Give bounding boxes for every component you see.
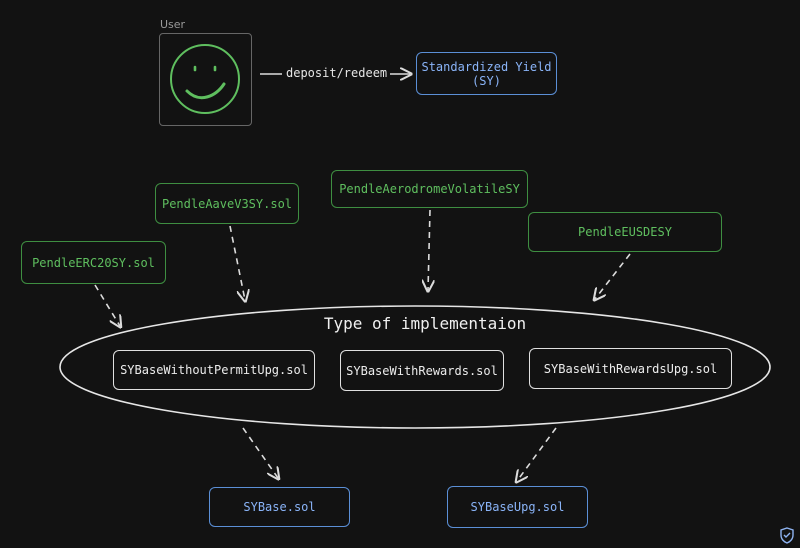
arrow-eusde [595, 253, 631, 299]
type-node-with-rewards-upg: SYBaseWithRewardsUpg.sol [529, 348, 732, 389]
impl-node-aerodrome: PendleAerodromeVolatileSY [331, 170, 528, 208]
shield-icon [780, 527, 794, 544]
sy-node: Standardized Yield (SY) [416, 52, 557, 95]
smiley-icon [170, 44, 240, 114]
arrow-to-sybase [242, 427, 278, 478]
arrow-erc20 [94, 284, 120, 326]
arrow-aerodrome [428, 209, 430, 290]
user-label: User [160, 18, 186, 31]
impl-node-aave: PendleAaveV3SY.sol [155, 183, 299, 224]
impl-node-eusde: PendleEUSDESY [528, 212, 722, 252]
deposit-redeem-label: deposit/redeem [286, 66, 388, 80]
sy-node-line2: (SY) [472, 73, 501, 88]
base-node-sybase: SYBase.sol [209, 487, 350, 527]
impl-node-erc20: PendleERC20SY.sol [21, 241, 166, 284]
type-node-with-rewards: SYBaseWithRewards.sol [340, 350, 504, 391]
type-node-without-permit: SYBaseWithoutPermitUpg.sol [113, 350, 315, 390]
sy-node-line1: Standardized Yield [421, 59, 552, 74]
user-frame [159, 33, 252, 126]
types-title: Type of implementaion [323, 314, 527, 333]
arrow-aave [229, 225, 245, 300]
arrow-to-sybaseupg [517, 427, 557, 481]
base-node-sybaseupg: SYBaseUpg.sol [447, 486, 588, 528]
types-oval [59, 305, 771, 429]
